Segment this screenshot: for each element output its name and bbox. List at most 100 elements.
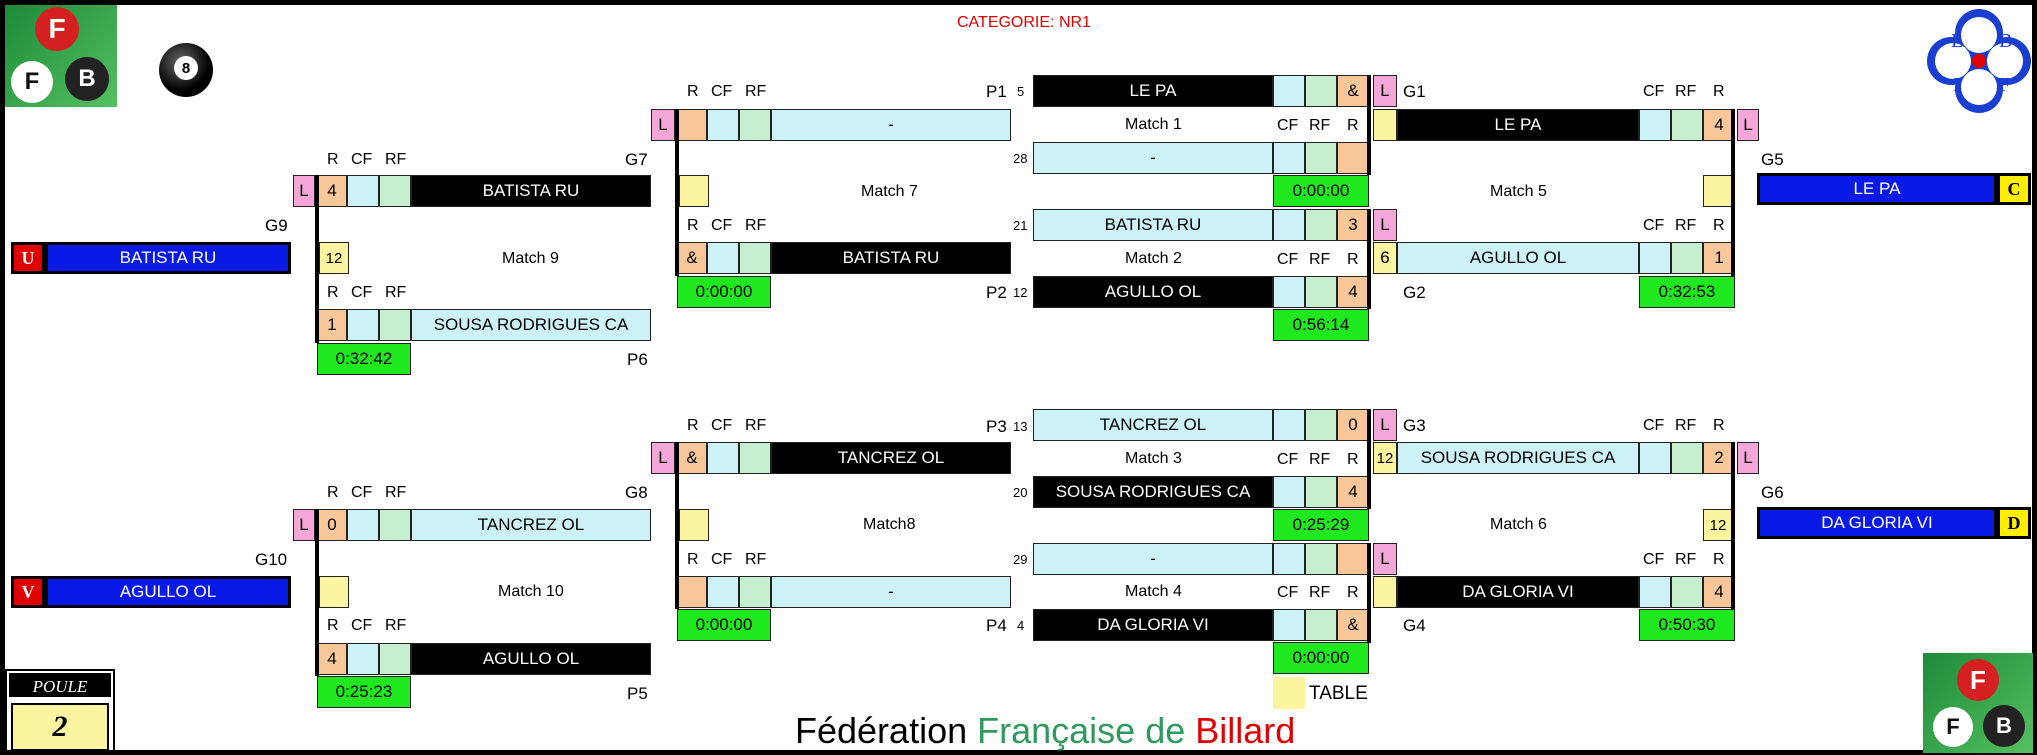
m1-player1: LE PA: [1033, 75, 1273, 107]
m4-bracket-line: [1367, 543, 1371, 643]
m9-rf2: [379, 309, 411, 341]
poule-label: POULE: [7, 671, 113, 699]
m9-num: 12: [319, 242, 349, 274]
m3-out: G3: [1403, 416, 1426, 435]
m3-score1: 0: [1337, 409, 1369, 441]
m9-letter: U: [11, 242, 45, 274]
m5-table-mark: [1703, 175, 1733, 207]
category-title: CATEGORIE: NR1: [957, 14, 1091, 31]
legend-table-label: TABLE: [1309, 683, 1368, 704]
tag-g9: G9: [265, 216, 288, 235]
m8-rf2: [739, 576, 771, 608]
m8-cf2: [707, 576, 739, 608]
m4-l-badge: L: [1373, 543, 1397, 575]
logo-ball-b: B: [65, 57, 109, 101]
m1-label: Match 1: [1125, 116, 1182, 133]
m3-num1: 13: [1013, 419, 1028, 434]
m10-winner: AGULLO OL: [45, 576, 291, 608]
m8-player1: TANCREZ OL: [771, 442, 1011, 474]
m8-time: 0:00:00: [677, 609, 771, 641]
m10-player1: TANCREZ OL: [411, 509, 651, 541]
m4-score2: &: [1337, 609, 1369, 641]
m8-l-badge: L: [651, 442, 675, 474]
m9-rf1: [379, 175, 411, 207]
m7-time: 0:00:00: [677, 276, 771, 308]
tag-p6: P6: [627, 350, 648, 369]
m2-label: Match 2: [1125, 250, 1182, 267]
m8-score1: &: [677, 442, 707, 474]
m4-cf2: [1273, 609, 1305, 641]
tag-g7: G7: [625, 150, 648, 169]
m9-label: Match 9: [502, 250, 559, 267]
tag-p1: P1: [986, 82, 1007, 101]
m9-player1: BATISTA RU: [411, 175, 651, 207]
m2-rf2: [1305, 276, 1337, 308]
m4-out: G4: [1403, 616, 1426, 635]
m1-rf2: [1305, 142, 1337, 174]
m8-cf1: [707, 442, 739, 474]
m3-num2: 20: [1013, 485, 1028, 500]
m7-score1: [677, 109, 707, 141]
m6-score2: 4: [1703, 576, 1735, 608]
m5-letter: C: [1997, 173, 2031, 205]
m1-time: 0:00:00: [1273, 175, 1369, 207]
logo-ball-f: F: [35, 7, 79, 51]
m2-cf1: [1273, 209, 1305, 241]
m7-rf2: [739, 242, 771, 274]
m4-num2: 4: [1017, 618, 1025, 633]
m7-cf1: [707, 109, 739, 141]
m6-letter: D: [1997, 507, 2031, 539]
m7-table-mark: [679, 175, 709, 207]
m1-cf1: [1273, 75, 1305, 107]
m9-cf2: [347, 309, 379, 341]
m7-rf1: [739, 109, 771, 141]
poule-box: POULE 2: [5, 669, 115, 755]
ffb-logo: F F B: [5, 5, 117, 107]
m2-score2: 4: [1337, 276, 1369, 308]
m2-cf2: [1273, 276, 1305, 308]
m3-cf2: [1273, 476, 1305, 508]
m10-cf2: [347, 643, 379, 675]
m3-rf1: [1305, 409, 1337, 441]
m10-rf1: [379, 509, 411, 541]
m6-winner: DA GLORIA VI: [1757, 507, 1997, 539]
m6-rf2: [1671, 576, 1703, 608]
m10-score2: 4: [317, 643, 347, 675]
m3-player1: TANCREZ OL: [1033, 409, 1273, 441]
m9-bracket-line: [315, 175, 319, 343]
logo-ball-white: F: [11, 61, 53, 103]
m1-score2: [1337, 142, 1369, 174]
m6-out: G6: [1761, 483, 1784, 502]
m10-player2: AGULLO OL: [411, 643, 651, 675]
m3-score2: 4: [1337, 476, 1369, 508]
tag-p3: P3: [986, 417, 1007, 436]
m7-score2: &: [677, 242, 707, 274]
m3-cf1: [1273, 409, 1305, 441]
m9-score2: 1: [317, 309, 347, 341]
m4-score1: [1337, 543, 1369, 575]
m5-num2: 6: [1373, 242, 1397, 274]
m1-num1: 5: [1017, 84, 1025, 99]
m10-letter: V: [11, 576, 45, 608]
m6-label: Match 6: [1490, 516, 1547, 533]
m2-time: 0:56:14: [1273, 309, 1369, 341]
m4-cf1: [1273, 543, 1305, 575]
m1-num2: 28: [1013, 151, 1028, 166]
m3-rf2: [1305, 476, 1337, 508]
m4-label: Match 4: [1125, 583, 1182, 600]
m10-cf1: [347, 509, 379, 541]
m1-player2: -: [1033, 142, 1273, 174]
m5-score2: 1: [1703, 242, 1735, 274]
m4-num1: 29: [1013, 552, 1028, 567]
m4-rf2: [1305, 609, 1337, 641]
m4-player2: DA GLORIA VI: [1033, 609, 1273, 641]
m2-score1: 3: [1337, 209, 1369, 241]
m10-rf2: [379, 643, 411, 675]
m9-score1: 4: [317, 175, 347, 207]
m10-time: 0:25:23: [317, 676, 411, 708]
m3-time: 0:25:29: [1273, 509, 1369, 541]
m9-time: 0:32:42: [317, 343, 411, 375]
m2-bracket-line: [1367, 209, 1371, 309]
m7-cf2: [707, 242, 739, 274]
